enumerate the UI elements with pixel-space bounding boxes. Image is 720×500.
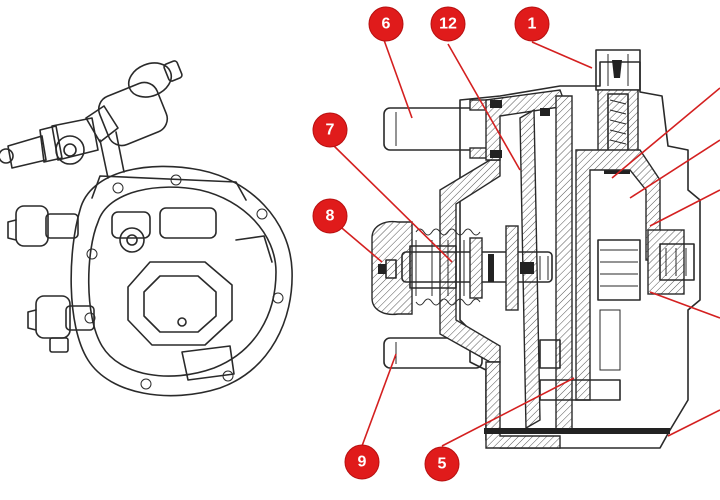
adjustment-cap: [371, 220, 413, 316]
gas-outlet-pipe: [383, 99, 501, 159]
callout-label: 1: [528, 16, 537, 33]
leader-offscreen-d: [649, 291, 720, 319]
leader-12: [447, 43, 521, 171]
callout-12: 12: [430, 6, 466, 42]
hose-connectors: [7, 205, 95, 353]
callout-6: 6: [368, 6, 404, 42]
spring-assembly: [401, 225, 553, 311]
callout-9: 9: [344, 444, 380, 480]
callout-5: 5: [424, 446, 460, 482]
callout-label: 6: [382, 16, 391, 33]
leader-1: [531, 41, 593, 69]
callout-label: 12: [439, 16, 457, 33]
callout-1: 1: [514, 6, 550, 42]
reducer-cross-section: [371, 49, 701, 449]
solenoid-valve: [0, 60, 183, 179]
leader-offscreen-a: [611, 87, 720, 179]
callout-8: 8: [312, 198, 348, 234]
callout-label: 5: [438, 456, 447, 473]
leader-offscreen-b: [629, 139, 720, 199]
callout-7: 7: [312, 112, 348, 148]
leader-9: [361, 353, 397, 447]
leader-offscreen-e: [667, 409, 720, 437]
reducer-external-view: [0, 60, 293, 397]
leader-lines: [329, 39, 720, 447]
leader-5: [441, 377, 575, 447]
leader-7: [331, 143, 453, 263]
callout-label: 9: [358, 454, 367, 471]
callout-label: 7: [326, 122, 335, 139]
leader-6: [383, 39, 413, 119]
reducer-body: [70, 165, 293, 397]
callout-label: 8: [326, 208, 335, 225]
leader-offscreen-c: [649, 189, 720, 227]
